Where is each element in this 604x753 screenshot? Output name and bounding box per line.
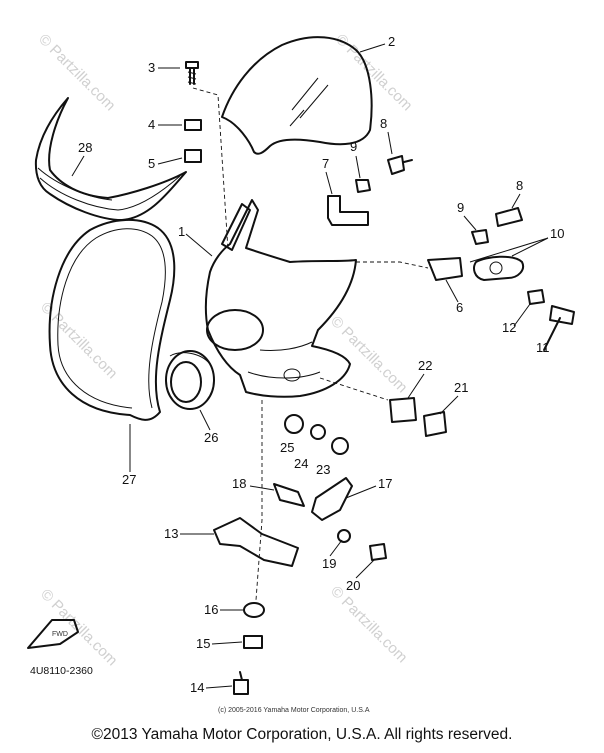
callout-17: 17 (378, 476, 392, 491)
callout-5: 5 (148, 156, 155, 171)
callout-4: 4 (148, 117, 155, 132)
callout-11: 11 (536, 340, 550, 355)
inner-copyright: (c) 2005-2016 Yamaha Motor Corporation, … (218, 707, 370, 714)
fwd-arrow: FWD (27, 619, 79, 649)
callout-26: 26 (204, 430, 218, 445)
part-27-edge-trim (48, 218, 176, 421)
diagram-part-number: 4U8110-2360 (30, 665, 93, 677)
callout-6: 6 (456, 300, 463, 315)
callout-3: 3 (148, 60, 155, 75)
callouts: 3 2 4 5 28 8 9 7 8 9 10 1 6 12 11 22 21 … (71, 34, 564, 695)
callout-1: 1 (178, 224, 185, 239)
callout-21: 21 (454, 380, 468, 395)
watermark: © Partzilla.com (37, 586, 120, 669)
watermark: © Partzilla.com (327, 583, 410, 666)
callout-10: 10 (550, 226, 564, 241)
callout-8b: 8 (516, 178, 523, 193)
callout-24: 24 (294, 456, 308, 471)
part-2-windshield (221, 36, 373, 155)
callout-20: 20 (346, 578, 360, 593)
callout-27: 27 (122, 472, 136, 487)
hardware-13-20 (213, 400, 387, 601)
callout-19: 19 (322, 556, 336, 571)
fwd-label: FWD (52, 631, 68, 638)
hardware-14-16 (233, 602, 265, 695)
callout-12: 12 (502, 320, 516, 335)
callout-25: 25 (280, 440, 294, 455)
hardware-3-4-5 (184, 61, 229, 251)
callout-22: 22 (418, 358, 432, 373)
callout-15: 15 (196, 636, 210, 651)
part-1-cowling (204, 199, 357, 398)
callout-16: 16 (204, 602, 218, 617)
callout-2: 2 (388, 34, 395, 49)
hardware-6-10-11-12 (356, 255, 575, 351)
part-26-grommet (165, 350, 215, 410)
callout-7: 7 (322, 156, 329, 171)
hardware-21-25 (284, 377, 447, 455)
hardware-7-8-9 (327, 155, 523, 245)
callout-9: 9 (350, 139, 357, 154)
watermark: © Partzilla.com (35, 31, 118, 114)
callout-13: 13 (164, 526, 178, 541)
footer-copyright: ©2013 Yamaha Motor Corporation, U.S.A. A… (91, 726, 513, 743)
callout-28: 28 (78, 140, 92, 155)
callout-18: 18 (232, 476, 246, 491)
callout-14: 14 (190, 680, 204, 695)
watermarks: © Partzilla.com © Partzilla.com © Partzi… (35, 31, 415, 669)
part-28-trim (34, 97, 187, 221)
callout-23: 23 (316, 462, 330, 477)
parts-diagram: © Partzilla.com © Partzilla.com © Partzi… (27, 31, 575, 714)
callout-8: 8 (380, 116, 387, 131)
callout-9b: 9 (457, 200, 464, 215)
